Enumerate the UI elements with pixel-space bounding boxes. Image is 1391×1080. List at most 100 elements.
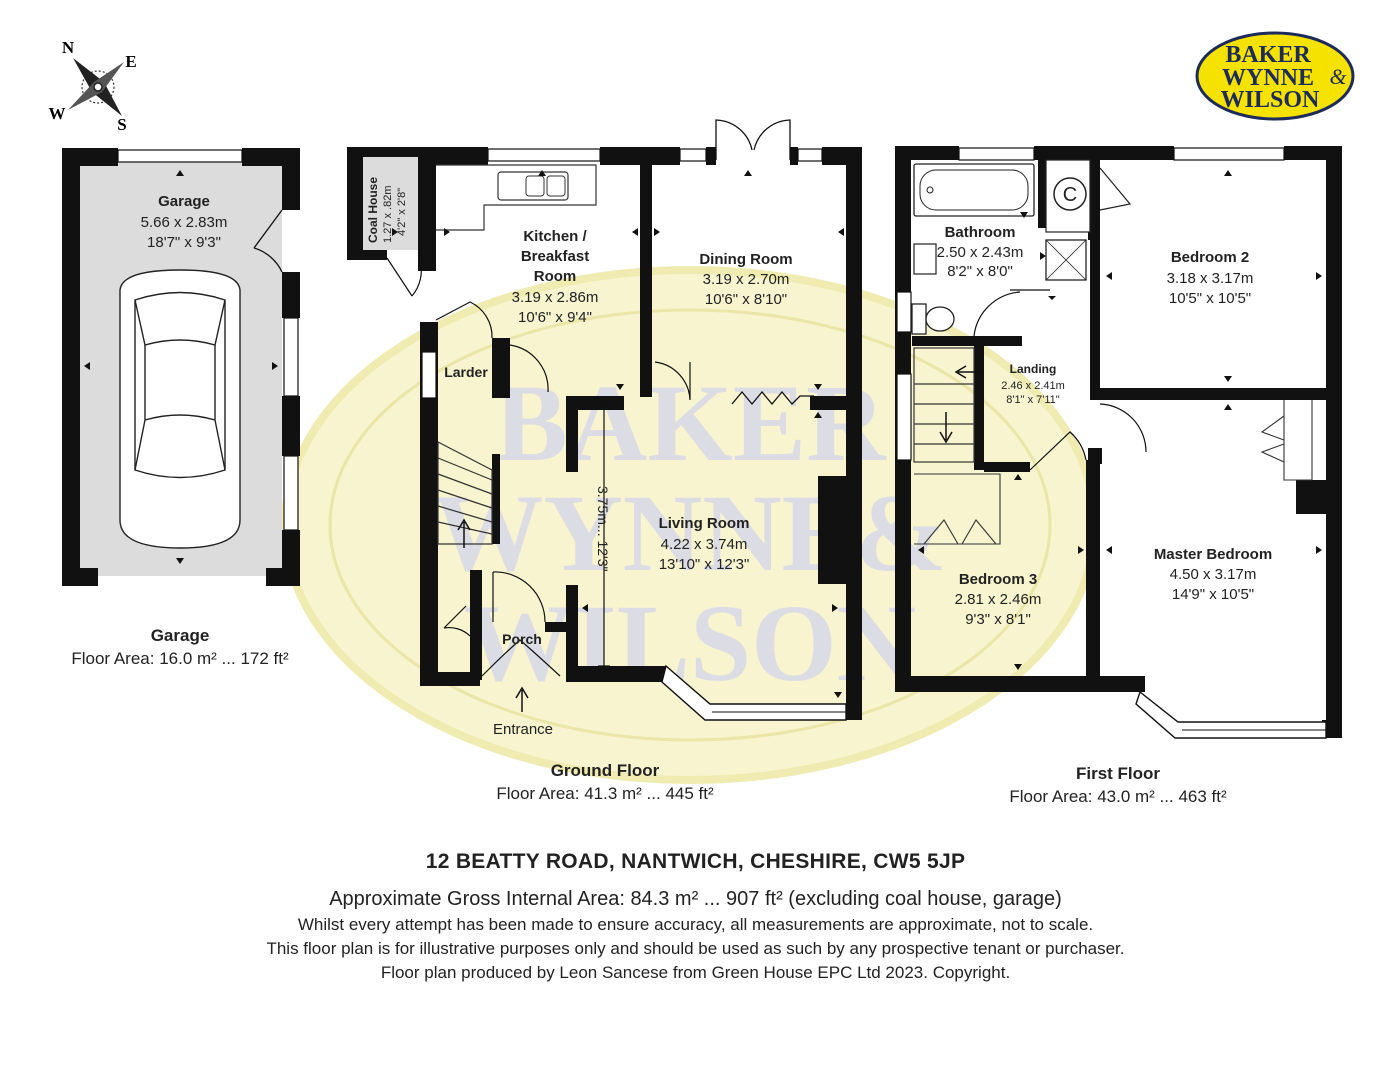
dining-metric: 3.19 x 2.70m	[703, 271, 790, 288]
logo-line2: WYNNE	[1222, 65, 1314, 91]
garage-caption-title: Garage	[150, 626, 210, 645]
coal-house-imperial: 4'2" x 2'8"	[396, 188, 408, 236]
garage-wall-right-mid2	[282, 396, 300, 456]
kitchen-metric: 3.19 x 2.86m	[512, 289, 599, 306]
gf-chimney	[818, 476, 848, 584]
ff-stairs-arrow-icon	[939, 412, 953, 444]
ff-dimension-markers	[918, 170, 1322, 670]
disclaimer-line-1: Whilst every attempt has been made to en…	[297, 915, 1094, 934]
property-address: 12 BEATTY ROAD, NANTWICH, CHESHIRE, CW5 …	[425, 850, 966, 873]
watermark-line1: BAKER	[494, 362, 887, 484]
kitchen-imperial: 10'6" x 9'4"	[518, 309, 592, 326]
living-metric: 4.22 x 3.74m	[661, 536, 748, 553]
landing-imperial: 8'1" x 7'11"	[1006, 394, 1059, 406]
gf-stairs	[437, 441, 493, 545]
garage-plan: Garage 5.66 x 2.83m 18'7" x 9'3"	[62, 148, 300, 586]
ff-wall-bath-bottom	[912, 336, 1022, 346]
gf-wall-hall-living	[566, 396, 578, 472]
garage-window-top	[117, 149, 243, 163]
gf-door-porch-inner	[492, 571, 546, 623]
garage-wall-right-mid1	[282, 272, 300, 318]
compass-centre	[93, 82, 103, 92]
first-floor-plan: C	[895, 146, 1342, 739]
master-bedroom-name: Master Bedroom	[1154, 546, 1272, 563]
ff-window-bedroom2	[1173, 147, 1285, 161]
garage-room-imperial: 18'7" x 9'3"	[147, 234, 221, 251]
ground-floor-caption-area: Floor Area: 41.3 m² ... 445 ft²	[496, 784, 714, 803]
dining-name: Dining Room	[699, 251, 792, 268]
gross-internal-area: Approximate Gross Internal Area: 84.3 m²…	[329, 888, 1062, 910]
kitchen-counter	[436, 164, 597, 231]
landing-arrow-icon	[954, 365, 984, 379]
garage-dimension-markers	[84, 170, 278, 564]
ff-wall-mid-split	[1088, 448, 1102, 464]
compass-s: S	[117, 115, 126, 134]
coal-house-name: Coal House	[366, 177, 380, 243]
gf-window-dining-r	[797, 148, 823, 162]
logo-line1: BAKER	[1225, 42, 1311, 68]
dining-imperial: 10'6" x 8'10"	[705, 291, 787, 308]
bedroom3-metric: 2.81 x 2.46m	[955, 591, 1042, 608]
bathroom-name: Bathroom	[945, 224, 1016, 241]
gf-wall-top-kitchen-r	[600, 147, 660, 165]
coal-house-metric: 1.27 x .82m	[382, 186, 394, 243]
garage-side-door	[253, 209, 283, 273]
garage-wall-bottom-right	[266, 568, 300, 586]
ff-wall-bed2-left	[1090, 235, 1100, 395]
ff-window-bathroom	[958, 147, 1035, 161]
watermark-line2: WYNNE&	[433, 472, 946, 594]
bedroom2-imperial: 10'5" x 10'5"	[1169, 290, 1251, 307]
bedroom3-name: Bedroom 3	[959, 571, 1037, 588]
gf-door-dining	[654, 361, 691, 401]
gf-wall-bottom-left	[420, 672, 480, 686]
kitchen-name-line1: Kitchen /	[523, 228, 587, 245]
garage-wall-right-upper	[282, 148, 300, 210]
kitchen-name-line3: Room	[534, 268, 577, 285]
master-wardrobe	[1260, 400, 1313, 481]
bed3-wardrobe	[914, 473, 1001, 545]
entrance-arrow-icon	[515, 686, 529, 712]
master-bedroom-metric: 4.50 x 3.17m	[1170, 566, 1257, 583]
ff-wall-bed3-right	[1086, 460, 1100, 680]
landing-name: Landing	[1010, 362, 1057, 376]
first-floor-caption-title: First Floor	[1075, 764, 1161, 783]
logo-ampersand: &	[1329, 64, 1347, 89]
gf-wall-bottom-mid	[566, 666, 666, 682]
car-icon	[119, 269, 241, 549]
gf-wall-porch-right	[545, 622, 567, 632]
landing-metric: 2.46 x 2.41m	[1001, 380, 1065, 392]
compass-w: W	[49, 104, 66, 123]
basin-icon	[913, 243, 937, 275]
living-dimension-line	[598, 403, 610, 667]
gf-wall-coal-bottom	[347, 250, 387, 260]
ground-floor-plan: Coal House 1.27 x .82m 4'2" x 2'8" Kitch…	[347, 119, 862, 738]
plan-footer: 12 BEATTY ROAD, NANTWICH, CHESHIRE, CW5 …	[0, 850, 1391, 983]
compass-e: E	[125, 52, 136, 71]
compass: N E S W	[49, 38, 137, 134]
bathroom-metric: 2.50 x 2.43m	[937, 244, 1024, 261]
agency-logo: BAKER WYNNE & WILSON	[1195, 31, 1355, 121]
ff-wall-right	[1326, 146, 1342, 738]
ff-wall-bed2-bottom	[1090, 388, 1330, 400]
toilet-icon	[911, 303, 955, 335]
bathroom-imperial: 8'2" x 8'0"	[947, 263, 1013, 280]
ff-wall-cyl-right	[1088, 160, 1100, 240]
ff-wall-landing-left	[974, 346, 984, 470]
gf-window-kitchen	[487, 148, 601, 162]
gf-wall-larder-right	[492, 338, 510, 398]
bedroom2-metric: 3.18 x 3.17m	[1167, 270, 1254, 287]
gf-wall-kitchen-dining	[640, 165, 652, 397]
gf-partition-zigzag	[731, 390, 814, 406]
garage-room-metric: 5.66 x 2.83m	[141, 214, 228, 231]
gf-door-larder	[509, 344, 549, 393]
ff-door-bathroom	[973, 291, 1021, 337]
gf-wall-top-dining-m2	[790, 147, 798, 165]
ff-wall-bath-right	[1038, 146, 1046, 228]
gf-stairs-arrow-icon	[457, 518, 471, 548]
gf-bay-window	[661, 664, 847, 721]
ff-wall-bed3-top	[984, 462, 1030, 472]
ff-wall-top-mid	[1034, 146, 1174, 160]
gf-wall-coal-left	[347, 147, 363, 259]
ff-bay-window	[1135, 690, 1327, 739]
